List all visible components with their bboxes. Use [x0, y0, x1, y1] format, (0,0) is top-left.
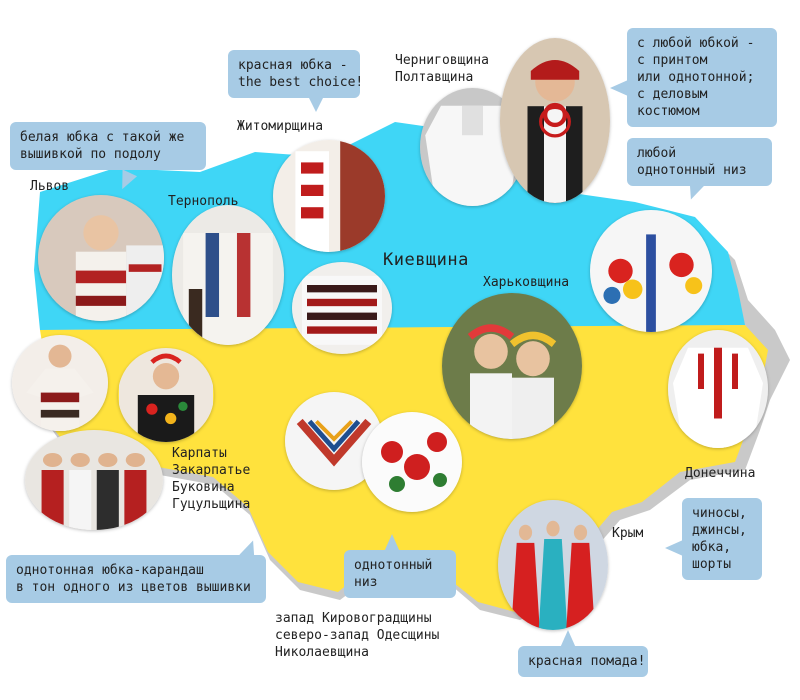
girls-flower-wreaths-photo [442, 293, 582, 439]
region-label-zhytomyr: Житомирщина [237, 119, 324, 134]
bubble-line: джинсы, [692, 523, 747, 538]
bubble-line: красная помада! [528, 654, 646, 669]
red-embroidery-sleeve-photo [273, 140, 385, 252]
zhytomyr-photo [273, 140, 385, 252]
region-label-line: Полтавщина [395, 70, 474, 85]
donetsk-photo [668, 330, 768, 448]
woman-red-beads-photo [500, 38, 610, 203]
bubble-line: костюмом [637, 104, 700, 119]
kyiv-photo [292, 262, 392, 354]
flower-embroidery-shirt-photo [590, 210, 712, 332]
embroidered-blouse-photo [172, 205, 284, 345]
bubble-donetsk: чиносы, джинсы, юбка, шорты [682, 498, 762, 580]
folk-group-photo [25, 430, 163, 530]
region-label-line: Черниговщина [395, 53, 489, 68]
region-label-line: Николаевщина [275, 645, 369, 660]
bubble-line: или однотонной; [637, 70, 755, 85]
woman-floral-outfit-photo [119, 348, 213, 442]
region-label-south: запад Кировоградщины северо-запад Одесщи… [275, 610, 439, 661]
central-wreath-photo [442, 293, 582, 439]
bubble-south: однотонный низ [344, 550, 456, 598]
carpathians-photo-2 [118, 348, 214, 442]
bubble-line: низ [354, 575, 378, 590]
bubble-line: красная юбка - [238, 58, 348, 73]
bubble-line: с принтом [637, 53, 708, 68]
region-label-crimea: Крым [612, 526, 644, 541]
bubble-line: однотонный низ [637, 163, 747, 178]
bubble-line: однотонный [354, 558, 433, 573]
bubble-line: с деловым [637, 87, 708, 102]
bubble-line: белая юбка с такой же [20, 130, 185, 145]
region-label-line: Буковина [172, 480, 235, 495]
woman-embroidered-dress-photo [12, 335, 108, 431]
region-label-line: Карпаты [172, 446, 227, 461]
bubble-tail [308, 96, 324, 112]
bubble-line: the best choice! [238, 75, 364, 90]
ternopil-photo [172, 205, 284, 345]
kharkiv-photo [590, 210, 712, 332]
bubble-crimea: красная помада! [518, 646, 648, 677]
region-label-line: Гуцульщина [172, 497, 251, 512]
region-label-kharkiv: Харьковщина [483, 275, 570, 290]
red-roses-embroidery-photo [362, 412, 462, 512]
bubble-tail [560, 630, 576, 648]
bubble-line: в тон одного из цветов вышивки [16, 580, 251, 595]
bubble-line: вышивкой по подолу [20, 147, 161, 162]
region-label-chernihiv: Черниговщина Полтавщина [395, 52, 489, 86]
carpathians-photo-3 [25, 430, 163, 530]
bubble-carpathians: однотонная юбка-карандаш в тон одного из… [6, 555, 266, 603]
lviv-photo [38, 195, 164, 321]
region-label-kyiv: Киевщина [383, 250, 469, 270]
region-label-carpathians: Карпаты Закарпатье Буковина Гуцульщина [172, 445, 250, 513]
bubble-line: однотонная юбка-карандаш [16, 563, 204, 578]
south-photo-2 [362, 412, 462, 512]
bubble-tail [384, 534, 400, 552]
carpathians-photo-1 [12, 335, 108, 431]
chernihiv-woman-photo [500, 38, 610, 203]
bubble-kharkiv: любой однотонный низ [627, 138, 772, 186]
region-label-line: Закарпатье [172, 463, 251, 478]
black-red-embroidery-photo [292, 262, 392, 354]
region-label-donetsk: Донеччина [685, 466, 756, 481]
dancers-red-costumes-photo [498, 500, 608, 630]
bubble-tail [610, 80, 628, 96]
bubble-lviv: белая юбка с такой же вышивкой по подолу [10, 122, 206, 170]
crimea-photo [498, 500, 608, 630]
region-label-line: северо-запад Одесщины [275, 628, 440, 643]
bubble-line: шорты [692, 557, 732, 572]
child-embroidered-dress-photo [38, 195, 164, 321]
region-label-lviv: Львов [30, 179, 70, 194]
bubble-tail [665, 540, 683, 556]
region-label-ternopil: Тернополь [168, 194, 239, 209]
bubble-line: любой [637, 146, 677, 161]
white-shirt-red-embroidery-photo [668, 330, 768, 448]
bubble-line: чиносы, [692, 506, 747, 521]
bubble-zhytomyr: красная юбка - the best choice! [228, 50, 364, 98]
bubble-chernihiv: с любой юбкой - с принтом или однотонной… [627, 28, 777, 127]
bubble-line: с любой юбкой - [637, 36, 755, 51]
region-label-line: запад Кировоградщины [275, 611, 432, 626]
bubble-line: юбка, [692, 540, 732, 555]
